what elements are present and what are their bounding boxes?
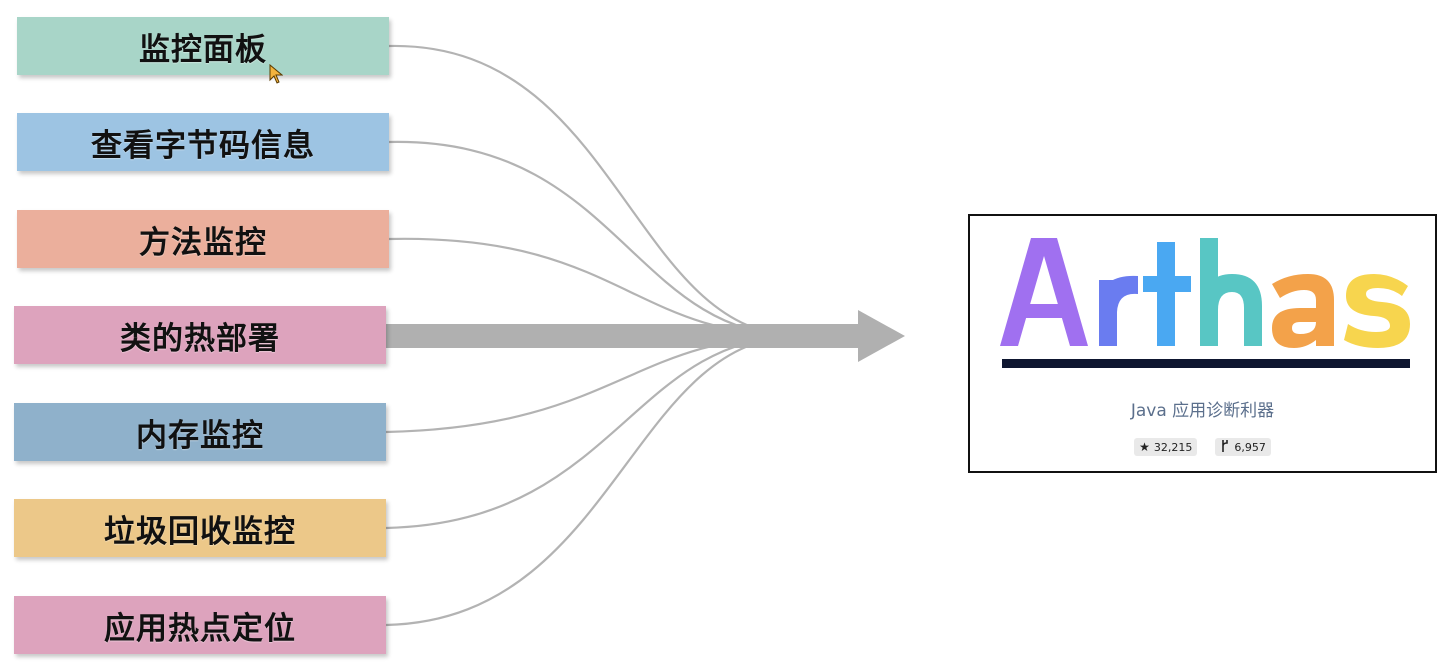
arthas-card: Java 应用诊断利器 ★ 32,215 6,957 xyxy=(968,214,1437,473)
logo-letter-a2 xyxy=(1272,274,1334,348)
logo-underline xyxy=(1002,359,1410,368)
forks-badge[interactable]: 6,957 xyxy=(1215,438,1271,456)
logo-letter-h-arch xyxy=(1200,274,1262,346)
feature-label: 监控面板 xyxy=(139,31,267,68)
main-arrow-head xyxy=(858,310,905,362)
arthas-logo xyxy=(1000,238,1410,348)
mouse-cursor-icon xyxy=(269,64,283,84)
connector-curve xyxy=(388,44,801,338)
logo-letter-t xyxy=(1157,242,1175,346)
feature-box: 方法监控 xyxy=(17,210,389,268)
star-icon: ★ xyxy=(1139,440,1150,454)
connector-curve xyxy=(385,334,801,434)
feature-label: 垃圾回收监控 xyxy=(104,513,296,550)
stars-badge[interactable]: ★ 32,215 xyxy=(1134,438,1198,456)
connector-curve xyxy=(385,334,801,530)
feature-box: 应用热点定位 xyxy=(14,596,386,654)
stars-count: 32,215 xyxy=(1153,440,1193,454)
connector-curve xyxy=(388,140,801,338)
feature-box: 类的热部署 xyxy=(14,306,386,364)
fork-glyph xyxy=(1222,440,1229,452)
logo-letter-a xyxy=(1000,238,1088,346)
fork-icon xyxy=(1220,440,1230,454)
feature-box: 查看字节码信息 xyxy=(17,113,389,171)
feature-box: 垃圾回收监控 xyxy=(14,499,386,557)
feature-label: 查看字节码信息 xyxy=(91,127,315,164)
feature-label: 类的热部署 xyxy=(120,320,280,357)
logo-letter-s xyxy=(1344,274,1410,348)
feature-label: 内存监控 xyxy=(136,417,264,454)
logo-letter-r-arm xyxy=(1099,275,1138,312)
connector-curve xyxy=(385,334,801,627)
feature-box: 监控面板 xyxy=(17,17,389,75)
main-arrow-shaft xyxy=(386,324,860,348)
repo-badges: ★ 32,215 6,957 xyxy=(970,438,1435,456)
logo-letter-t-cross xyxy=(1143,276,1191,292)
product-tagline: Java 应用诊断利器 xyxy=(1130,401,1275,421)
feature-box: 内存监控 xyxy=(14,403,386,461)
forks-count: 6,957 xyxy=(1234,440,1266,454)
feature-label: 方法监控 xyxy=(139,224,267,261)
feature-label: 应用热点定位 xyxy=(104,610,296,647)
connector-curve xyxy=(388,237,801,338)
logo-letter-a-bar xyxy=(1024,304,1064,318)
